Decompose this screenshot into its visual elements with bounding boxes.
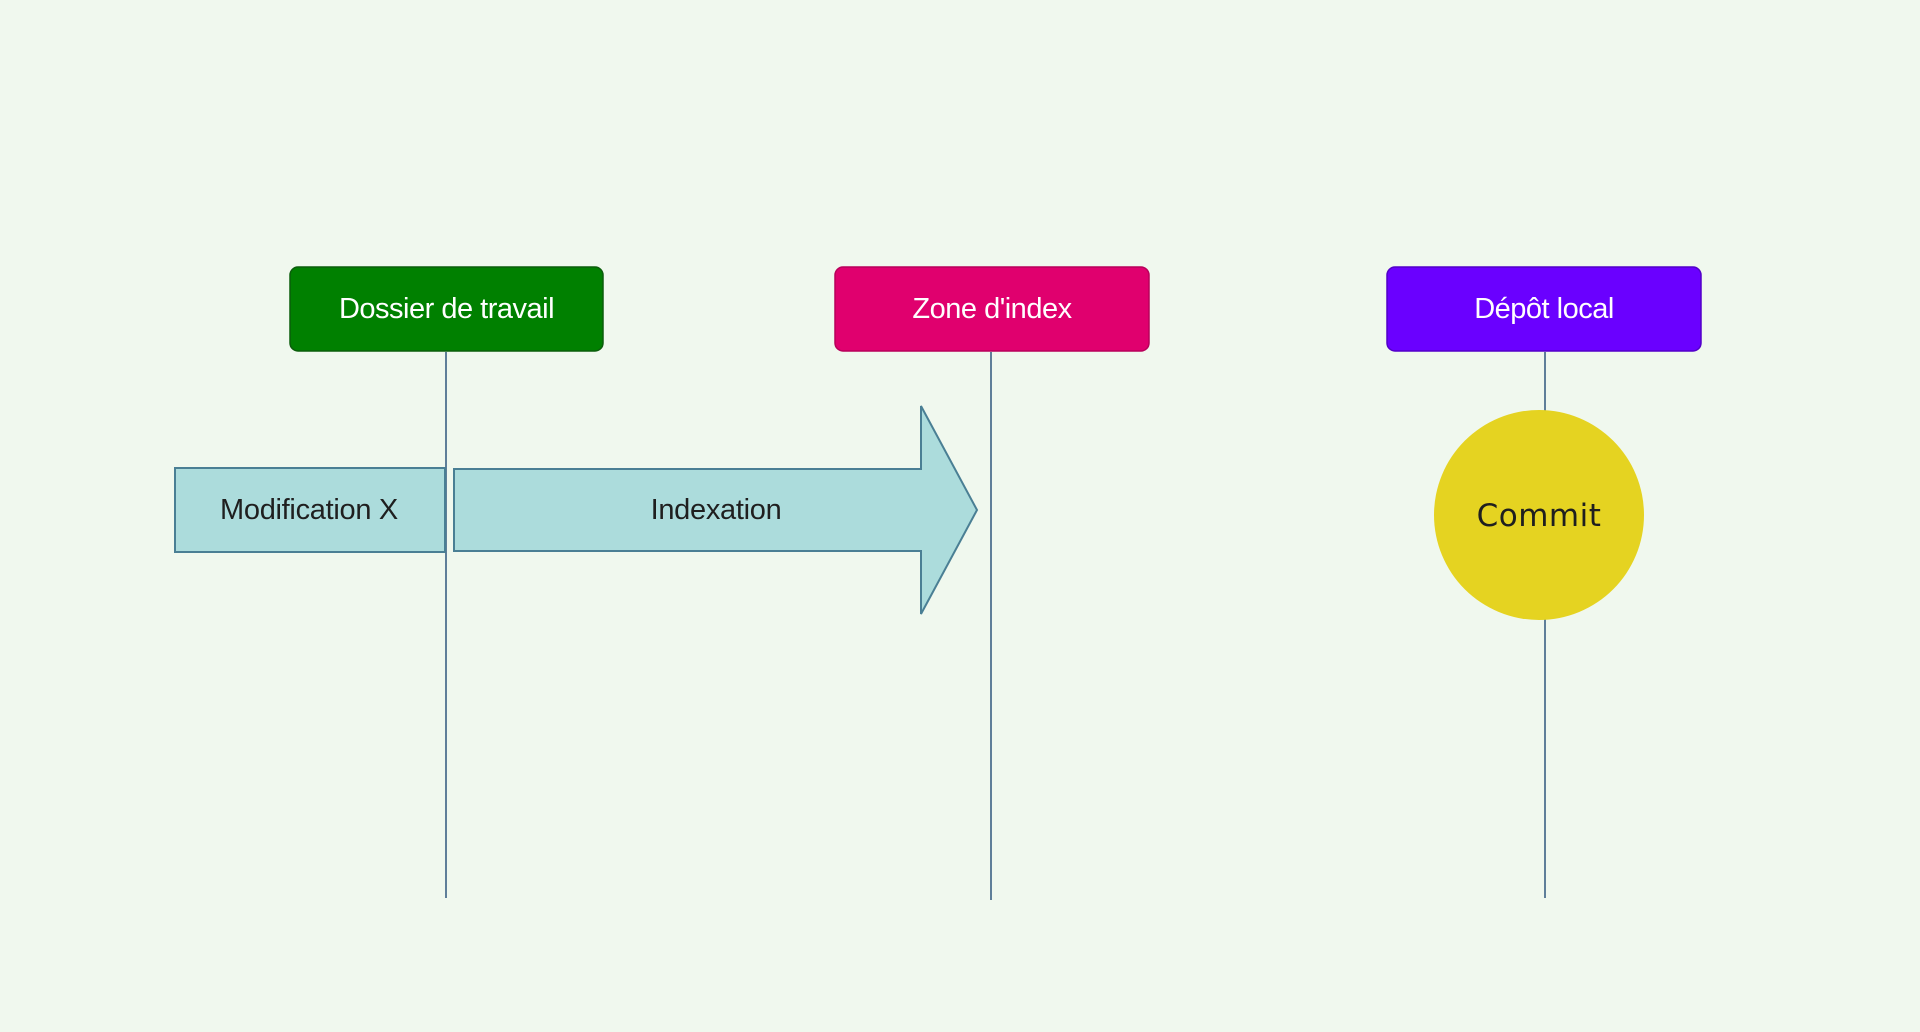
lane-header-label: Dépôt local [1474, 293, 1614, 325]
commit-node: Commit [1434, 410, 1644, 620]
modification-label: Modification X [220, 494, 398, 526]
commit-label: Commit [1477, 498, 1602, 534]
modification-step: Modification X [174, 467, 446, 553]
lane-header-depot-local: Dépôt local [1386, 266, 1702, 352]
lane-header-dossier-de-travail: Dossier de travail [289, 266, 604, 352]
commit-circle [1434, 410, 1644, 620]
lane-header-box [834, 266, 1150, 352]
indexation-label: Indexation [651, 494, 782, 526]
indexation-arrow-shape [453, 405, 979, 615]
lane-header-label: Dossier de travail [339, 293, 554, 325]
lane-header-zone-d-index: Zone d'index [834, 266, 1150, 352]
lane-header-box [1386, 266, 1702, 352]
lane-header-label: Zone d'index [912, 293, 1072, 325]
indexation-arrow: Indexation [453, 405, 979, 615]
lane-header-box [289, 266, 604, 352]
modification-box [174, 467, 446, 553]
